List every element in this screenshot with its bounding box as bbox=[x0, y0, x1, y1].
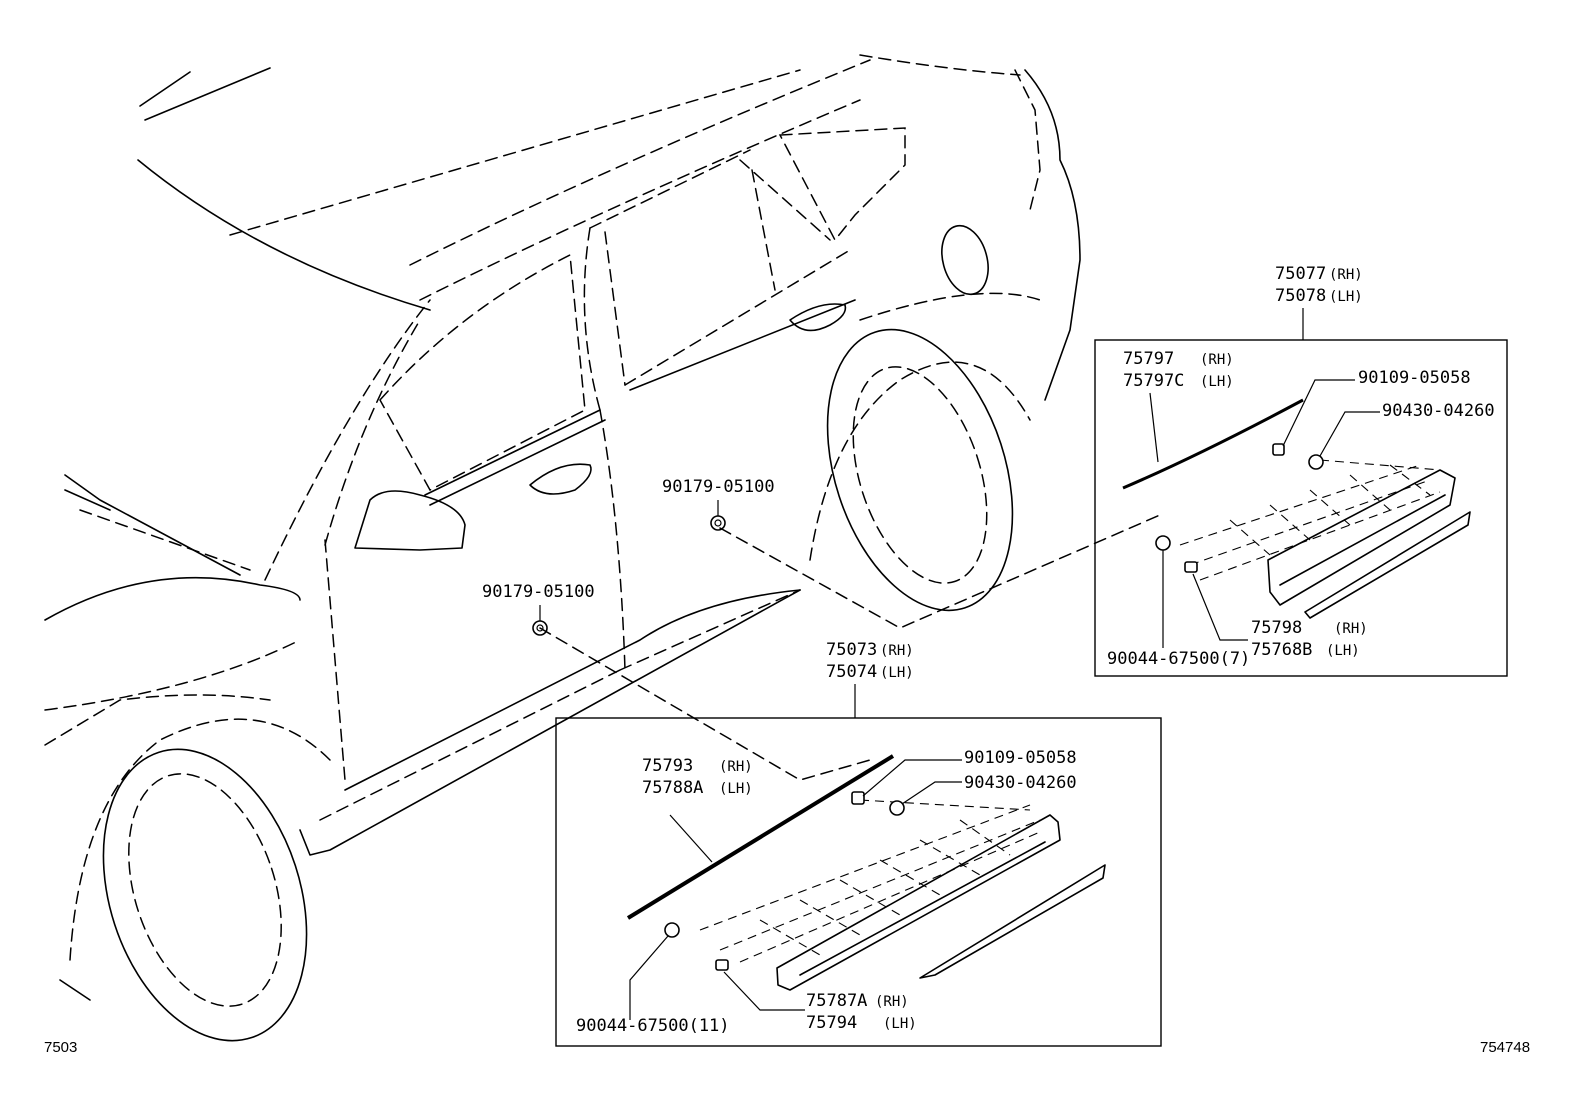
callout-clip-upper: 90179-05100 bbox=[662, 477, 775, 497]
front-clip-a bbox=[851, 791, 865, 805]
leader-to-front-box bbox=[539, 627, 871, 781]
front-garnish-rh-number: 75787A bbox=[806, 991, 867, 1011]
rear-clip-b-number: 90430-04260 bbox=[1382, 401, 1495, 421]
rear-moulding-lh-number: 75797C bbox=[1123, 371, 1184, 391]
rear-assembly-lh-tag: (LH) bbox=[1329, 289, 1363, 305]
rear-garnish-rh-number: 75798 bbox=[1251, 618, 1302, 638]
rear-clip-c bbox=[1155, 535, 1171, 551]
front-clip-c-number: 90044-67500(11) bbox=[576, 1016, 730, 1036]
front-clip-b bbox=[889, 800, 905, 816]
rear-garnish-lh-tag: (LH) bbox=[1326, 643, 1360, 659]
front-door-garnish bbox=[776, 814, 1061, 991]
rear-garnish-lh-number: 75768B bbox=[1251, 640, 1312, 660]
rear-belt-moulding bbox=[1122, 398, 1304, 490]
front-clip-a-number: 90109-05058 bbox=[964, 748, 1077, 768]
callout-clip-lower: 90179-05100 bbox=[482, 582, 595, 602]
clip-on-vehicle-upper bbox=[710, 500, 726, 531]
figure-id-left: 7503 bbox=[44, 1039, 77, 1056]
rear-clip-c-number: 90044-67500(7) bbox=[1107, 649, 1250, 669]
front-belt-moulding bbox=[626, 754, 895, 920]
rear-door-detail-box bbox=[1094, 339, 1508, 677]
front-moulding-lh-tag: (LH) bbox=[719, 781, 753, 797]
rear-clip-b bbox=[1308, 454, 1324, 470]
front-clip-b-number: 90430-04260 bbox=[964, 773, 1077, 793]
front-door-detail-box bbox=[555, 717, 1162, 1047]
front-assembly-rh-number: 75073 bbox=[826, 640, 877, 660]
rear-moulding-lh-tag: (LH) bbox=[1200, 374, 1234, 390]
vehicle-outline bbox=[44, 54, 1081, 1042]
front-moulding-rh-tag: (RH) bbox=[719, 759, 753, 775]
front-moulding-lh-number: 75788A bbox=[642, 778, 703, 798]
rear-clip-d bbox=[1184, 561, 1198, 573]
leader-to-rear-box bbox=[719, 514, 1161, 629]
front-clip-c bbox=[664, 922, 680, 938]
front-garnish-rh-tag: (RH) bbox=[875, 994, 909, 1010]
front-assembly-rh-tag: (RH) bbox=[880, 643, 914, 659]
rear-clip-a bbox=[1272, 443, 1285, 456]
figure-id-right: 754748 bbox=[1480, 1039, 1530, 1056]
rear-assembly-lh-number: 75078 bbox=[1275, 286, 1326, 306]
rear-garnish-rh-tag: (RH) bbox=[1334, 621, 1368, 637]
front-assembly-lh-number: 75074 bbox=[826, 662, 877, 682]
front-garnish-lh-number: 75794 bbox=[806, 1013, 857, 1033]
front-assembly-lh-tag: (LH) bbox=[880, 665, 914, 681]
rear-assembly-rh-number: 75077 bbox=[1275, 264, 1326, 284]
front-garnish-lh-tag: (LH) bbox=[883, 1016, 917, 1032]
rear-assembly-rh-tag: (RH) bbox=[1329, 267, 1363, 283]
front-clip-d bbox=[715, 959, 729, 971]
rear-moulding-rh-tag: (RH) bbox=[1200, 352, 1234, 368]
front-moulding-rh-number: 75793 bbox=[642, 756, 693, 776]
rear-clip-a-number: 90109-05058 bbox=[1358, 368, 1471, 388]
rear-moulding-rh-number: 75797 bbox=[1123, 349, 1174, 369]
